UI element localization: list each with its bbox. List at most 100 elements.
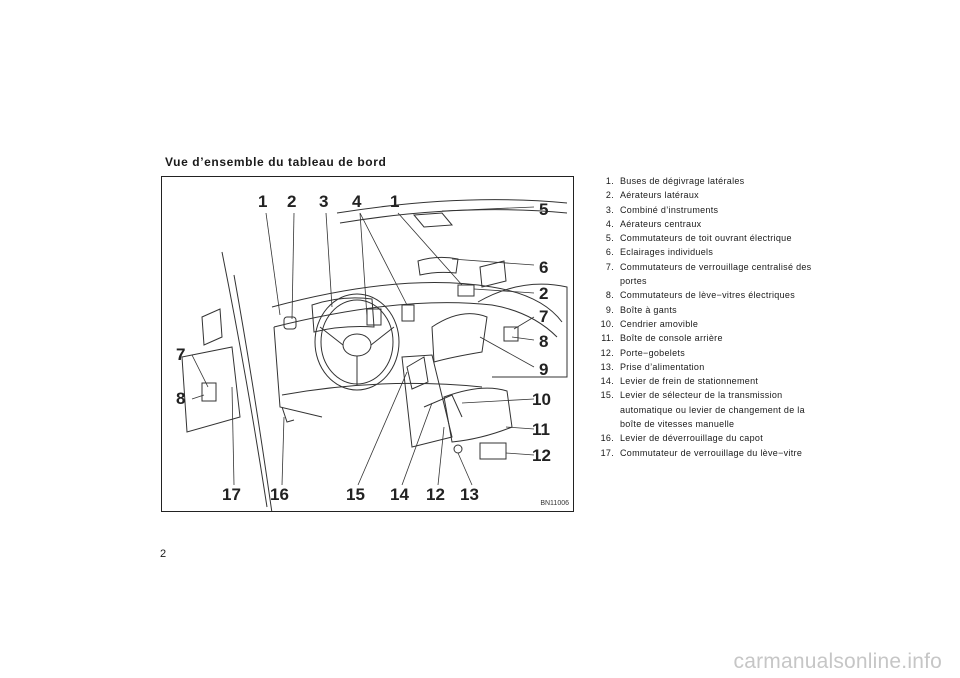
left-door-switches [201,382,217,402]
legend-num: 10. [600,318,614,329]
legend-text: Eclairages individuels [620,247,714,258]
callout-7-right: 7 [539,307,549,326]
dashboard-lower [281,382,483,396]
legend-num: 14. [600,376,614,387]
callout-15: 15 [346,485,365,504]
callout-2-right: 2 [539,284,549,303]
callout-12-bottom: 12 [426,485,445,504]
callout-7-left: 7 [176,345,186,364]
legend-item: 14. Levier de frein de stationnement [593,374,818,388]
rear-cup-holder [479,442,507,460]
legend-num: 11. [601,333,614,344]
callout-1: 1 [258,192,268,211]
legend-num: 8. [605,290,614,301]
legend-text: Levier de frein de stationnement [620,376,759,387]
callout-14: 14 [390,485,409,504]
legend-text: Boîte à gants [620,304,677,315]
legend-text: Prise d’alimentation [620,361,705,372]
legend-num: 5. [605,233,614,244]
dashboard-drawing [181,199,568,511]
legend-item: 16. Levier de déverrouillage du capot [593,431,818,445]
left-a-pillar-inner [233,274,273,511]
legend-item: 8. Commutateurs de lève−vitres électrique… [593,288,818,302]
legend-num: 12. [600,347,614,358]
legend-num: 6. [605,247,614,258]
legend-item: 12. Porte−gobelets [593,346,818,360]
legend-item: 9. Boîte à gants [593,303,818,317]
gear-selector [406,356,429,390]
armrest-console [443,387,513,443]
rear-view-mirror [417,256,459,276]
legend-text: Levier de déverrouillage du capot [620,433,763,444]
legend-text: Levier de sélecteur de la transmission a… [620,390,805,430]
left-side-vent [283,316,297,330]
callout-3: 3 [319,192,329,211]
legend-item: 3. Combiné d’instruments [593,203,818,217]
legend-text: Commutateurs de toit ouvrant électrique [620,233,792,244]
callout-9: 9 [539,360,549,379]
legend-text: Combiné d’instruments [620,204,719,215]
dashboard-left [273,326,323,418]
legend-text: Buses de dégivrage latérales [620,176,745,186]
legend-num: 15. [600,390,614,401]
hood-release [281,406,295,423]
watermark: carmanualsonline.info [733,650,942,673]
legend-num: 3. [605,204,614,215]
left-door-panel [181,346,241,433]
legend-item: 15. Levier de sélecteur de la transmissio… [593,388,818,431]
legend-item: 1. Buses de dégivrage latérales [593,174,818,188]
dashboard-upper [273,302,558,338]
legend-text: Porte−gobelets [620,347,685,358]
callout-8-left: 8 [176,389,186,408]
page-number: 2 [160,548,167,560]
legend-num: 16. [600,433,614,444]
legend-num: 2. [605,190,614,201]
left-side-mirror [201,308,223,346]
callout-8-right: 8 [539,332,549,351]
instrument-cluster [311,297,375,333]
figure-code: BN11006 [540,500,569,507]
power-outlet [453,444,463,454]
callout-16: 16 [270,485,289,504]
sunroof-switch-panel [412,212,454,228]
callout-5: 5 [539,200,549,219]
legend-text: Aérateurs latéraux [620,190,699,201]
steering-wheel [314,293,400,391]
legend-num: 7. [605,261,614,272]
legend-text: Aérateurs centraux [620,218,702,229]
legend-num: 13. [600,361,614,372]
legend-item: 2. Aérateurs latéraux [593,188,818,202]
roof-line [336,199,568,214]
callout-2: 2 [287,192,297,211]
windshield-top [339,209,568,224]
left-a-pillar [221,251,268,508]
steering-hub [342,333,372,357]
dashboard-illustration: 1 2 3 4 1 5 6 2 7 8 9 10 11 12 7 8 17 16… [161,176,574,512]
legend-text: Commutateurs de lève−vitres électriques [620,290,796,301]
callout-13: 13 [460,485,479,504]
callout-12-right: 12 [532,446,551,465]
callout-10: 10 [532,390,551,409]
dashboard-top [271,282,563,323]
legend-text: Boîte de console arrière [620,333,723,344]
legend-item: 6. Eclairages individuels [593,245,818,259]
legend-item: 11. Boîte de console arrière [593,331,818,345]
legend-item: 13. Prise d’alimentation [593,360,818,374]
legend-num: 9. [605,304,614,315]
legend-text: Commutateurs de verrouillage centralisé … [620,261,812,287]
legend-item: 10. Cendrier amovible [593,317,818,331]
legend-text: Commutateur de verrouillage du lève−vitr… [620,447,803,458]
callout-11: 11 [532,420,550,439]
glove-box [431,313,488,363]
section-title: Vue d’ensemble du tableau de bord [165,155,387,169]
legend-num: 1. [605,176,614,186]
legend-item: 4.Aérateurs centraux [593,217,818,231]
legend-item: 5. Commutateurs de toit ouvrant électriqu… [593,231,818,245]
legend-text: Cendrier amovible [620,318,699,329]
center-console [401,354,453,448]
center-vent-right [401,304,415,322]
right-door-switches [503,326,519,342]
callout-6: 6 [539,258,549,277]
callout-1-right: 1 [390,192,400,211]
callout-17: 17 [222,485,241,504]
